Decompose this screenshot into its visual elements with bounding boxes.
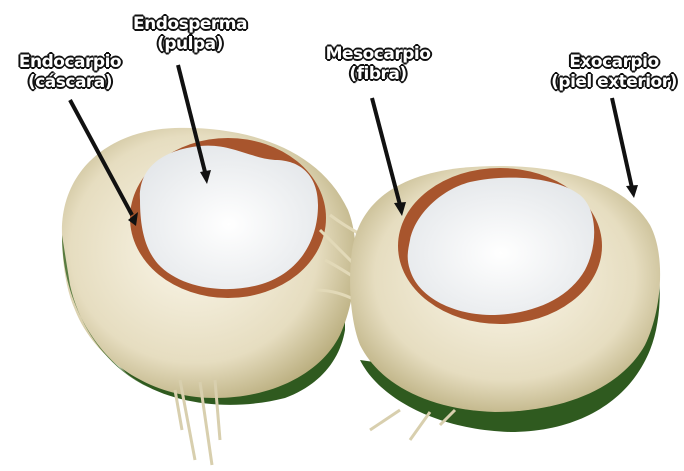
label-endosperma-desc: (pulpa): [120, 34, 260, 54]
label-exocarpio-name: Exocarpio: [548, 52, 680, 72]
label-mesocarpio: Mesocarpio (fibra): [308, 44, 448, 84]
pointer-exocarpio-head: [626, 185, 638, 198]
label-endosperma: Endosperma (pulpa): [120, 14, 260, 54]
label-exocarpio-desc: (piel exterior): [548, 72, 680, 92]
left-flesh: [140, 146, 318, 289]
label-exocarpio: Exocarpio (piel exterior): [548, 52, 680, 92]
label-mesocarpio-name: Mesocarpio: [308, 44, 448, 64]
pointer-exocarpio: [612, 98, 632, 188]
pointer-mesocarpio: [372, 98, 400, 205]
label-endosperma-name: Endosperma: [120, 14, 260, 34]
left-coconut-half: [62, 128, 356, 465]
label-mesocarpio-desc: (fibra): [308, 64, 448, 84]
label-endocarpio-name: Endocarpio: [10, 52, 130, 72]
label-endocarpio: Endocarpio (cáscara): [10, 52, 130, 92]
label-endocarpio-desc: (cáscara): [10, 72, 130, 92]
